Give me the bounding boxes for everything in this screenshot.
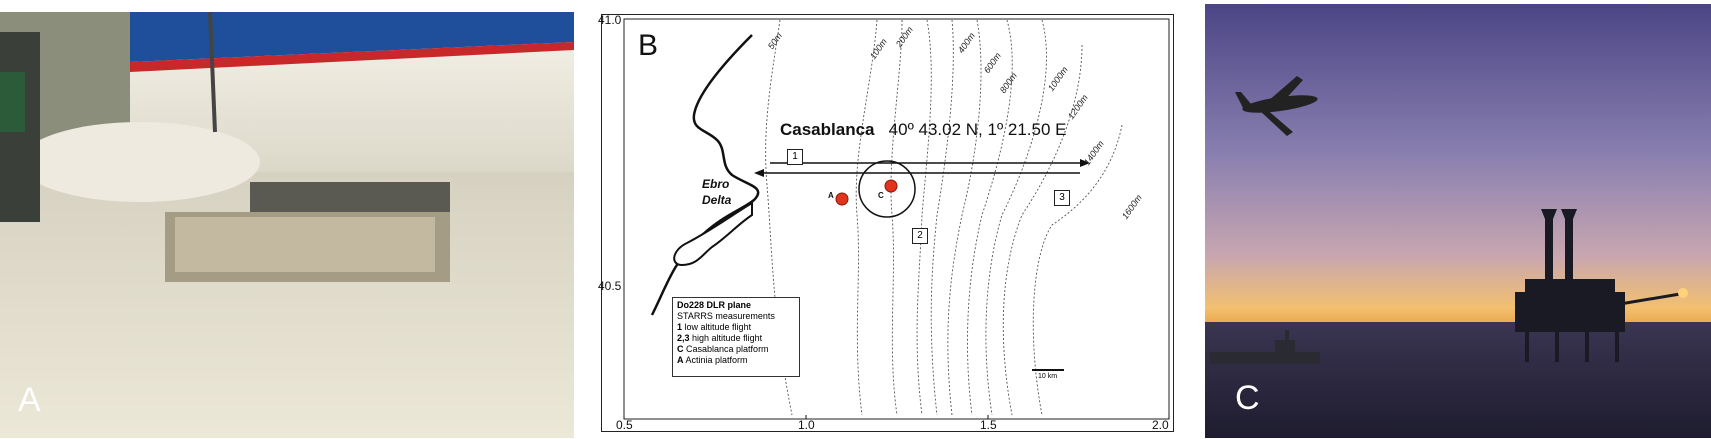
map-frame bbox=[623, 18, 1170, 420]
panel-letter-c: C bbox=[1235, 379, 1260, 417]
delta-spit bbox=[673, 201, 753, 267]
legend-text: high altitude flight bbox=[692, 333, 763, 343]
place-label-line2: Delta bbox=[702, 193, 732, 207]
oil-platform-silhouette bbox=[1515, 209, 1681, 362]
aircraft-silhouette bbox=[1235, 76, 1318, 136]
x-tick-label: 1.5 bbox=[980, 418, 997, 432]
ship-silhouette bbox=[1210, 330, 1320, 364]
legend-text: Casablanca platform bbox=[686, 344, 769, 354]
legend-line: C Casablanca platform bbox=[677, 344, 795, 355]
x-tick-label: 0.5 bbox=[616, 418, 633, 432]
site-coordinates: 40º 43.02 N, 1º 21.50 E bbox=[888, 120, 1067, 139]
scale-label: 10 km bbox=[1038, 373, 1058, 380]
site-title: Casablanca 40º 43.02 N, 1º 21.50 E bbox=[780, 120, 1067, 140]
casablanca-site-marker bbox=[884, 179, 898, 193]
flight-box-label: 1 bbox=[787, 149, 803, 165]
legend-line: STARRS measurements bbox=[677, 311, 775, 321]
legend-line: A Actinia platform bbox=[677, 355, 795, 366]
legend-line: 1 low altitude flight bbox=[677, 322, 795, 333]
flare bbox=[1678, 288, 1688, 298]
photo-panel-a: A bbox=[0, 11, 574, 438]
bathymetry-contours bbox=[765, 19, 1123, 416]
sunset-platform-photo bbox=[1205, 4, 1711, 438]
legend-title: Do228 DLR plane bbox=[677, 300, 752, 310]
legend-text: Actinia platform bbox=[685, 355, 748, 365]
legend-key: 2,3 bbox=[677, 333, 690, 343]
legend-key: C bbox=[677, 344, 684, 354]
flight-box-label: 2 bbox=[912, 228, 928, 244]
panel-letter-a: A bbox=[18, 381, 41, 419]
aircraft-pod-photo bbox=[0, 11, 574, 438]
legend-key: 1 bbox=[677, 322, 683, 332]
legend-line: 2,3 high altitude flight bbox=[677, 333, 795, 344]
site-label-actinia: A bbox=[828, 191, 834, 200]
legend-text: low altitude flight bbox=[684, 322, 752, 332]
site-label-casablanca: C bbox=[878, 191, 884, 200]
bathymetry-map bbox=[623, 18, 1170, 420]
y-tick-label: 41.0 bbox=[598, 13, 622, 27]
site-name: Casablanca bbox=[780, 120, 875, 139]
y-tick-label: 40.5 bbox=[598, 279, 622, 293]
casablanca-circle bbox=[858, 160, 916, 218]
coastline bbox=[650, 34, 760, 316]
flight-box-label: 3 bbox=[1054, 190, 1070, 206]
place-label-line1: Ebro bbox=[702, 177, 730, 191]
legend-key: A bbox=[677, 355, 684, 365]
photo-panel-c: C bbox=[1205, 4, 1711, 438]
actinia-site-marker bbox=[835, 192, 849, 206]
map-panel-b: B 41.0 40.5 0.5 1.0 1.5 2.0 Casablanca 4… bbox=[598, 13, 1174, 432]
map-legend: Do228 DLR plane STARRS measurements 1 lo… bbox=[672, 297, 800, 377]
x-tick-label: 1.0 bbox=[798, 418, 815, 432]
panel-letter-b: B bbox=[638, 29, 659, 62]
x-tick-label: 2.0 bbox=[1152, 418, 1169, 432]
